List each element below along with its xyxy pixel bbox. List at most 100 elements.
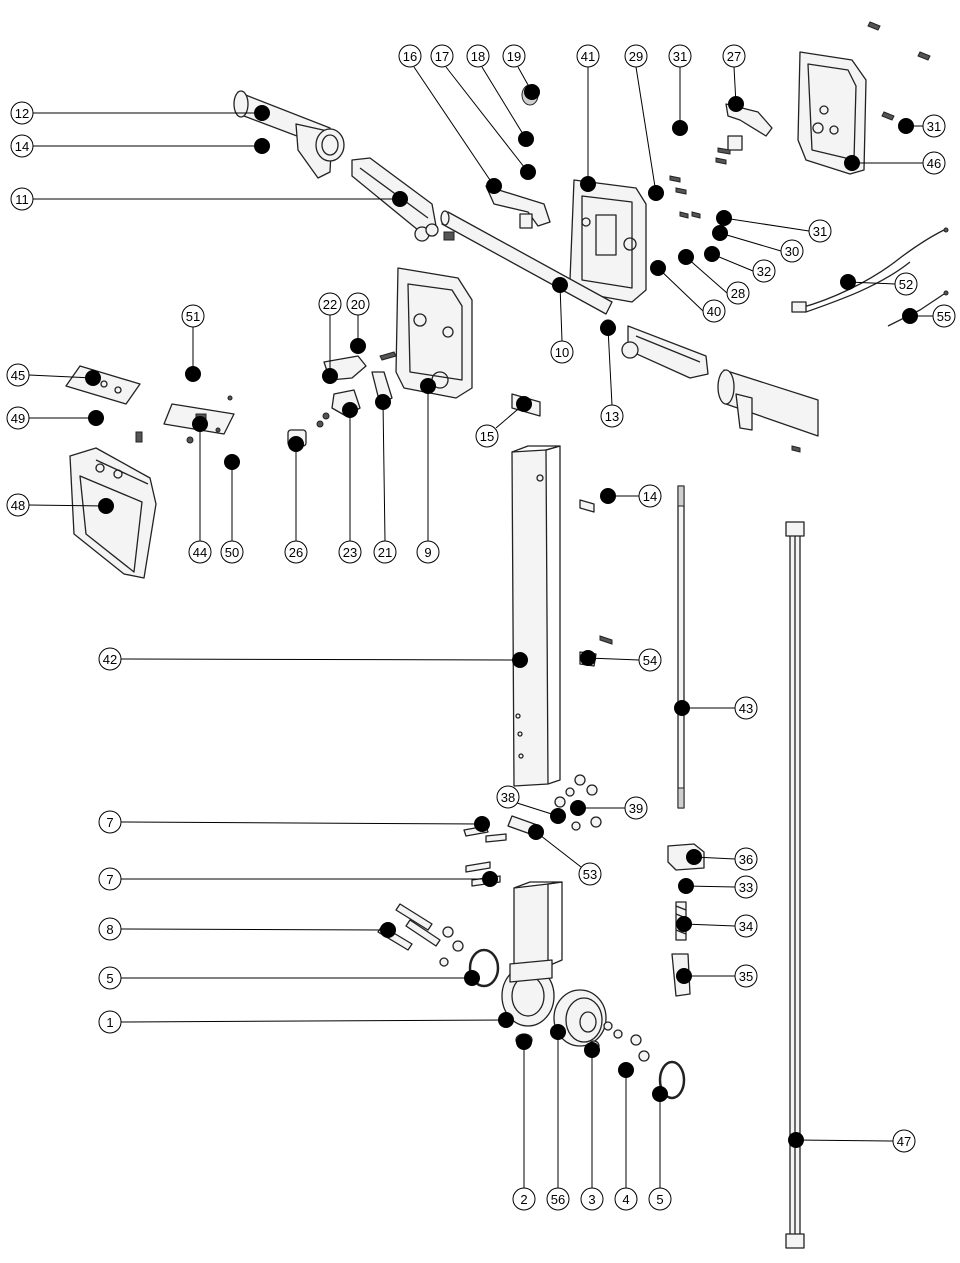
callout-33: 33 bbox=[678, 875, 758, 899]
callout-20: 20 bbox=[346, 292, 370, 354]
callout-target-dot bbox=[322, 368, 338, 384]
callout-bubble bbox=[181, 304, 205, 328]
callout-bubble bbox=[894, 272, 918, 296]
callout-3: 3 bbox=[580, 1042, 604, 1211]
callout-number: 31 bbox=[927, 119, 941, 134]
callout-bubble bbox=[346, 292, 370, 316]
callout-target-dot bbox=[392, 191, 408, 207]
callout-28: 28 bbox=[678, 249, 750, 305]
callout-36: 36 bbox=[686, 847, 758, 871]
callout-bubble bbox=[98, 647, 122, 671]
part-battery-pack bbox=[69, 447, 157, 579]
callout-bubble bbox=[430, 44, 454, 68]
callout-bubble bbox=[702, 299, 726, 323]
callout-target-dot bbox=[482, 871, 498, 887]
callout-target-dot bbox=[486, 178, 502, 194]
callout-bubble bbox=[6, 406, 30, 430]
part-drawings bbox=[65, 21, 949, 1249]
callout-number: 7 bbox=[106, 872, 113, 887]
callout-target-dot bbox=[672, 120, 688, 136]
callout-target-dot bbox=[192, 416, 208, 432]
callout-leader-line bbox=[481, 66, 527, 140]
part-wheel bbox=[553, 989, 607, 1047]
callout-bubble bbox=[466, 44, 490, 68]
callout-number: 26 bbox=[289, 545, 303, 560]
callout-bubble bbox=[576, 44, 600, 68]
callout-leader-line bbox=[607, 327, 613, 406]
callout-bubble bbox=[892, 1129, 916, 1153]
callout-leader-line bbox=[120, 821, 483, 825]
callout-5: 5 bbox=[648, 1086, 672, 1211]
callout-4: 4 bbox=[614, 1062, 638, 1211]
callout-target-dot bbox=[350, 338, 366, 354]
callout-51: 51 bbox=[181, 304, 205, 382]
part-threaded-rod bbox=[677, 485, 685, 809]
callout-bubble bbox=[10, 187, 34, 211]
part-center-housing bbox=[395, 267, 473, 399]
callout-1: 1 bbox=[98, 1010, 514, 1034]
callout-number: 11 bbox=[15, 192, 29, 207]
callout-8: 8 bbox=[98, 917, 396, 941]
callout-target-dot bbox=[474, 816, 490, 832]
callout-number: 49 bbox=[11, 411, 25, 426]
callout-bubble bbox=[734, 875, 758, 899]
callout-number: 48 bbox=[11, 498, 25, 513]
callout-number: 42 bbox=[103, 652, 117, 667]
callout-leader-line bbox=[795, 1139, 894, 1142]
callout-number: 4 bbox=[622, 1192, 629, 1207]
callout-49: 49 bbox=[6, 406, 104, 430]
callout-bubble bbox=[638, 484, 662, 508]
callout-26: 26 bbox=[284, 436, 308, 564]
callout-number: 14 bbox=[15, 139, 29, 154]
callout-31: 31 bbox=[898, 114, 946, 138]
callout-bubble bbox=[752, 259, 776, 283]
callout-bubble bbox=[780, 239, 804, 263]
callout-number: 13 bbox=[605, 409, 619, 424]
callout-target-dot bbox=[648, 185, 664, 201]
callout-leader-line bbox=[723, 217, 810, 232]
callout-bubble bbox=[808, 219, 832, 243]
callout-bubble bbox=[10, 134, 34, 158]
callout-target-dot bbox=[254, 105, 270, 121]
callout-number: 14 bbox=[643, 489, 657, 504]
callout-bubble bbox=[188, 540, 212, 564]
callout-leader-line bbox=[120, 1019, 507, 1023]
part-shaft bbox=[440, 210, 613, 315]
callout-target-dot bbox=[788, 1132, 804, 1148]
callout-target-dot bbox=[686, 849, 702, 865]
callout-bubble bbox=[624, 44, 648, 68]
callout-target-dot bbox=[375, 394, 391, 410]
callout-11: 11 bbox=[10, 187, 408, 211]
callout-15: 15 bbox=[475, 396, 532, 448]
callout-17: 17 bbox=[430, 44, 536, 180]
callout-leader-line bbox=[559, 284, 563, 342]
callout-12: 12 bbox=[10, 101, 270, 125]
callout-bubble bbox=[624, 796, 648, 820]
callout-number: 9 bbox=[424, 545, 431, 560]
callout-target-dot bbox=[85, 370, 101, 386]
callout-48: 48 bbox=[6, 493, 114, 517]
callout-47: 47 bbox=[788, 1129, 916, 1153]
part-lower-body bbox=[501, 881, 563, 1027]
callout-number: 47 bbox=[897, 1134, 911, 1149]
callout-bubble bbox=[338, 540, 362, 564]
callout-bubble bbox=[10, 101, 34, 125]
callout-31: 31 bbox=[716, 210, 832, 243]
callout-30: 30 bbox=[712, 225, 804, 263]
callout-number: 33 bbox=[739, 880, 753, 895]
callout-41: 41 bbox=[576, 44, 600, 192]
callout-target-dot bbox=[524, 84, 540, 100]
callout-leader-line bbox=[28, 504, 107, 507]
callout-32: 32 bbox=[704, 246, 776, 283]
part-cable-harness bbox=[791, 227, 949, 313]
callout-target-dot bbox=[420, 378, 436, 394]
callout-bubble bbox=[6, 363, 30, 387]
part-plate bbox=[65, 365, 141, 405]
callout-number: 2 bbox=[520, 1192, 527, 1207]
callout-target-dot bbox=[898, 118, 914, 134]
callout-bubble bbox=[614, 1187, 638, 1211]
part-small-brackets bbox=[579, 499, 597, 667]
callout-52: 52 bbox=[840, 272, 918, 296]
callout-bubble bbox=[734, 964, 758, 988]
callout-target-dot bbox=[570, 800, 586, 816]
